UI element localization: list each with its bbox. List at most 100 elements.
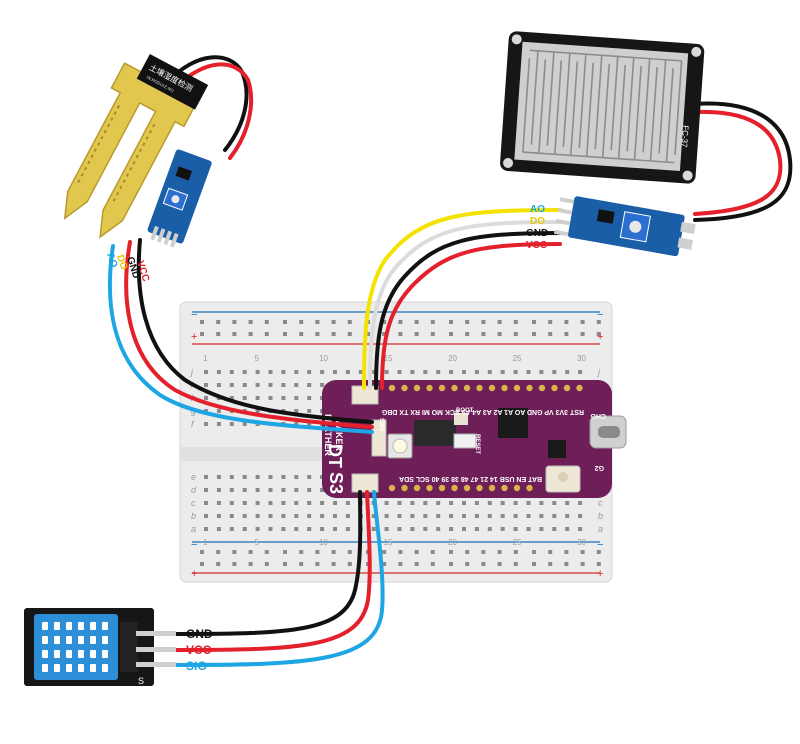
rain-plate-hole-4 (682, 170, 693, 181)
rail-hole (248, 332, 253, 336)
rail-hole (513, 332, 518, 336)
rail-hole (315, 550, 320, 554)
column-number-top: 10 (319, 354, 328, 363)
rain-label-ao: AO (530, 204, 545, 215)
tie-hole (371, 370, 376, 374)
rain-trace (633, 66, 642, 160)
rail-hole (264, 332, 269, 336)
rail-hole (414, 320, 419, 324)
rail-hole (596, 562, 601, 566)
rail-hole (283, 320, 287, 324)
tie-hole (255, 370, 260, 374)
tie-hole (229, 396, 234, 400)
rail-hole (232, 320, 237, 324)
rail-hole (347, 550, 352, 554)
tie-hole (294, 383, 299, 387)
tie-hole (281, 370, 286, 374)
header-pad-bottom (413, 484, 421, 492)
column-number-bottom: 25 (513, 538, 522, 547)
column-number-bottom: 10 (319, 538, 328, 547)
rail-hole (216, 562, 221, 566)
rain-trace (665, 68, 674, 163)
rail-hole (382, 550, 387, 554)
dht-grille-slot (78, 636, 84, 644)
tie-hole (216, 527, 221, 531)
rail-hole (449, 320, 453, 324)
tie-hole (565, 514, 570, 518)
wire-dht-sig-blue (174, 490, 385, 667)
tie-hole (216, 422, 221, 426)
dht-grille-slot (102, 636, 108, 644)
dht-grille-slot (66, 622, 72, 630)
tie-hole (204, 370, 208, 374)
rail-hole (481, 562, 486, 566)
tie-hole (281, 396, 286, 400)
tie-hole (204, 422, 208, 426)
soil-module (147, 149, 212, 248)
soil-label-do: DO (114, 254, 129, 272)
tie-hole (526, 514, 531, 518)
tie-hole (268, 488, 273, 492)
tie-hole (539, 514, 544, 518)
rail-hole (331, 562, 336, 566)
rain-plate-hole-2 (691, 46, 702, 57)
rain-module-pin-b (677, 237, 693, 250)
rail-hole (564, 562, 569, 566)
tie-hole (242, 422, 247, 426)
rain-trace (601, 63, 611, 158)
dht-grille-slot (102, 664, 108, 672)
tie-hole (384, 370, 389, 374)
rail-hole (264, 550, 269, 554)
tie-hole (281, 383, 286, 387)
header-pad-bottom (501, 484, 508, 492)
dht-grille-slot (54, 636, 60, 644)
wire-rain-do-yellow (362, 208, 562, 390)
column-number-bottom: 5 (255, 538, 260, 547)
tie-hole (307, 409, 312, 413)
rail-hole (481, 550, 486, 554)
rail-minus-top-left: − (191, 309, 197, 321)
rail-hole (430, 320, 435, 324)
column-number-top: 1 (203, 354, 208, 363)
tie-hole (423, 370, 428, 374)
wire-soil-ao-blue (107, 244, 374, 434)
rail-hole (465, 332, 470, 336)
wire-soil-vcc-red (124, 240, 374, 429)
rain-plate: FC-37 (500, 31, 705, 184)
dht-pin-gnd (136, 631, 176, 636)
rain-trace (562, 53, 571, 147)
tie-hole (216, 409, 221, 413)
rail-hole (430, 562, 435, 566)
dht-grille-slot (54, 622, 60, 630)
rail-hole (465, 550, 470, 554)
header-pad-bottom (451, 484, 458, 492)
tie-hole (397, 527, 402, 531)
rain-pin-ao (559, 197, 575, 204)
dht-grille-slot (42, 650, 48, 658)
tie-hole (333, 370, 337, 374)
rain-module (553, 196, 696, 257)
tie-hole (242, 383, 247, 387)
model-dt: DT (325, 444, 345, 468)
tie-hole (281, 514, 286, 518)
tie-hole (423, 501, 428, 505)
tie-hole (320, 370, 325, 374)
tie-hole (281, 488, 286, 492)
row-letter-left: a (191, 524, 196, 534)
tie-hole (307, 396, 312, 400)
tie-hole (474, 527, 479, 531)
dht-grille-slot (66, 664, 72, 672)
rail-hole (596, 320, 601, 324)
rail-hole (398, 550, 403, 554)
rail-hole (532, 562, 536, 566)
rail-minus-bottom-right: − (597, 539, 603, 551)
header-pad-bottom (488, 484, 496, 492)
wire-rain-plate-red (692, 109, 783, 216)
tie-hole (474, 370, 479, 374)
tie-hole (268, 475, 273, 479)
rail-plus-bottom-left: + (191, 568, 197, 580)
tie-hole (539, 501, 544, 505)
header-pad-top (388, 384, 396, 392)
tie-hole (333, 514, 337, 518)
soil-pin-2 (156, 228, 166, 243)
